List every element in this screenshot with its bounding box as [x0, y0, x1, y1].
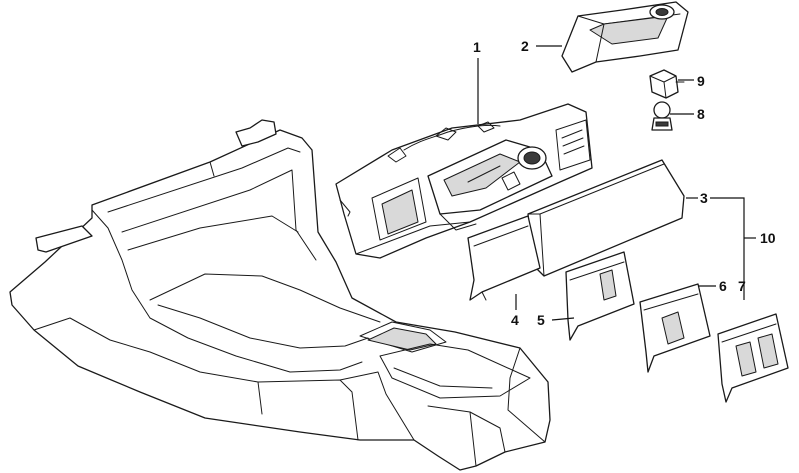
blank-cover: [467, 215, 541, 301]
callout-2: 2: [521, 38, 529, 54]
bulb-socket: [649, 69, 685, 99]
callout-8: 8: [697, 106, 705, 122]
center-console: [9, 119, 551, 471]
callout-1: 1: [473, 39, 481, 55]
callout-10: 10: [760, 230, 776, 246]
callout-9: 9: [697, 73, 705, 89]
switch-center-housing: [335, 103, 593, 259]
callout-4: 4: [511, 312, 519, 328]
leader-lines: [477, 45, 756, 321]
switch-panel-single-alt: [639, 283, 711, 373]
callout-3: 3: [700, 190, 708, 206]
leader-5: [551, 317, 575, 321]
callout-labels: 1 2 9 8 3 10 4 5 6 7: [473, 38, 776, 328]
switch-panel-double: [717, 313, 789, 403]
storage-tray: [561, 1, 689, 73]
callout-7: 7: [738, 278, 746, 294]
callout-6: 6: [719, 278, 727, 294]
callout-5: 5: [537, 312, 545, 328]
switch-panel-single: [565, 251, 635, 341]
bulb: [651, 101, 673, 131]
bracket-10: [710, 197, 745, 300]
